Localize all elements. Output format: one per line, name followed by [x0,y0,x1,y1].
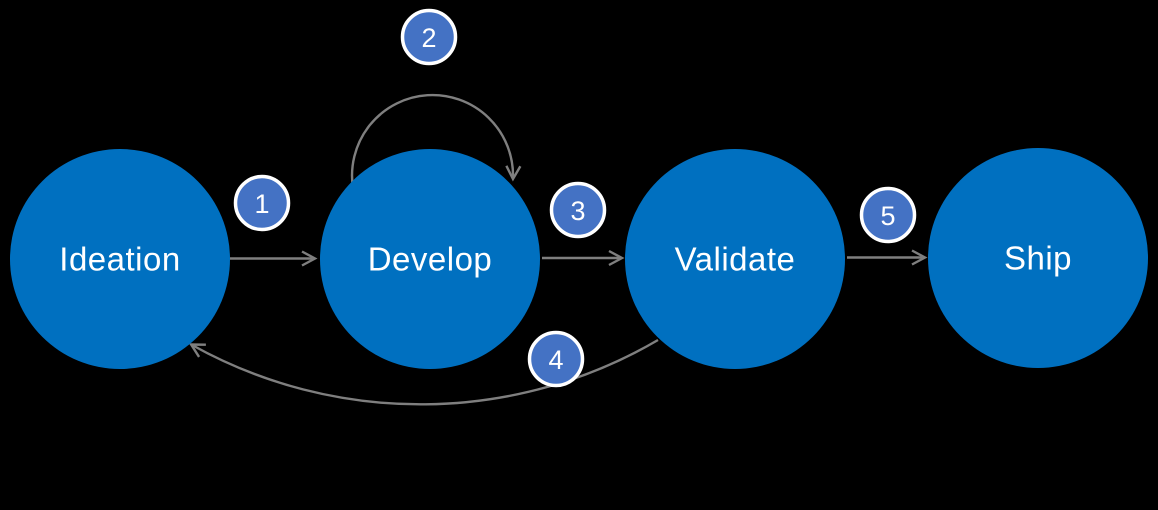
arrow-develop-self-loop [350,93,522,189]
step-badge-1: 1 [233,174,291,232]
node-develop-circle [320,149,540,369]
edges [188,93,928,406]
step-badge-2-circle [400,8,458,66]
step-badge-4-circle [527,330,585,388]
step-badge-2-number: 2 [421,23,436,53]
arrow-validate-to-ideation [188,338,659,406]
step-badge-3-circle [549,181,607,239]
step-badge-3-number: 3 [570,196,585,226]
node-develop: Develop [320,149,540,369]
step-badge-4: 4 [527,330,585,388]
node-validate: Validate [625,149,845,369]
step-badge-4-number: 4 [548,345,563,375]
nodes: Ideation Develop Validate Ship [10,148,1148,369]
step-badge-1-circle [233,174,291,232]
step-badge-5-circle [859,186,917,244]
node-validate-label: Validate [675,241,796,278]
node-ship-label: Ship [1004,240,1072,277]
step-badge-5-number: 5 [880,201,895,231]
node-ideation-label: Ideation [59,241,180,278]
node-ideation: Ideation [10,149,230,369]
step-badge-5: 5 [859,186,917,244]
step-badge-2: 2 [400,8,458,66]
step-badge-1-number: 1 [254,189,269,219]
node-ship: Ship [928,148,1148,368]
step-badge-3: 3 [549,181,607,239]
node-ideation-circle [10,149,230,369]
node-ship-circle [928,148,1148,368]
step-badges: 1 2 3 4 5 [233,8,917,388]
node-develop-label: Develop [368,241,493,278]
node-validate-circle [625,149,845,369]
